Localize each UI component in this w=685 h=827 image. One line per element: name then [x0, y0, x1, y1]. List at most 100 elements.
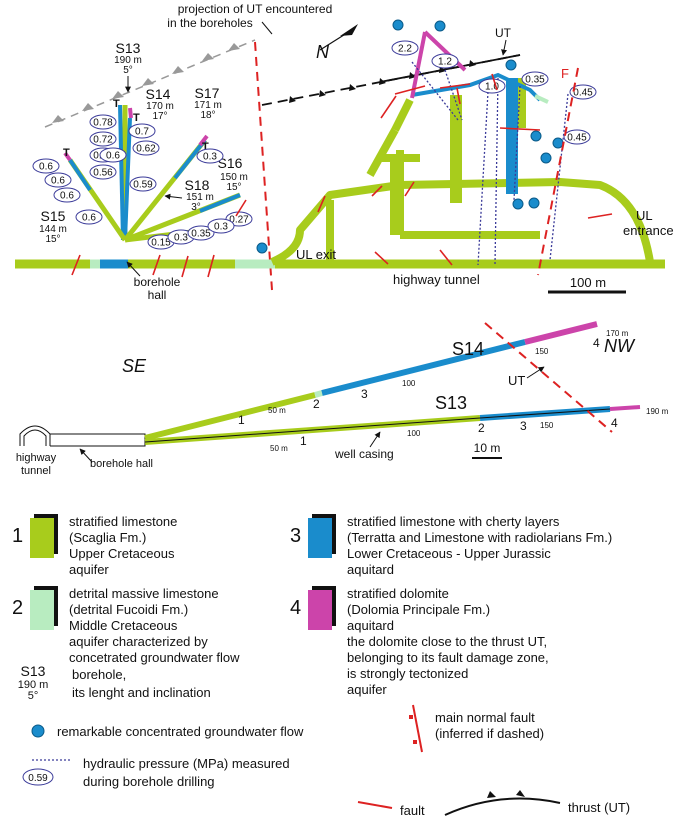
pressure-leader-lines — [411, 61, 569, 266]
section-highway-tunnel-line1: highway — [16, 452, 57, 464]
normal-fault-f — [537, 67, 579, 276]
borehole-fan — [63, 104, 241, 243]
legend-unit-text: detrital massive limestone — [69, 586, 219, 601]
fault-f-label: F — [561, 66, 569, 81]
north-label: N — [316, 42, 330, 62]
section-borehole-hall — [50, 433, 146, 447]
pressure-left-value: 0.62 — [136, 144, 156, 155]
legend-thrust: thrust (UT) — [568, 800, 630, 815]
s14-tick-100: 100 — [402, 379, 416, 388]
borehole-incl-s13: 5° — [123, 65, 133, 76]
section-nw-label: NW — [604, 336, 636, 356]
legend-unit-text: Middle Cretaceous — [69, 618, 178, 633]
highway-tunnel-arch — [19, 425, 51, 446]
borehole-s17-dolomite — [198, 134, 209, 147]
pressure-right-ellipse — [563, 129, 591, 145]
s14-unit1 — [144, 392, 316, 441]
section-ut-arrow — [526, 366, 545, 379]
legend-borehole-desc-2: its lenght and inclination — [72, 685, 211, 700]
pressure-left-value: 0.3 — [203, 152, 217, 163]
pressure-left-value: 0.7 — [135, 127, 149, 138]
fault-ticks-left — [71, 199, 247, 278]
s14-tick-150: 150 — [535, 347, 549, 356]
s13-tick-150: 150 — [540, 421, 554, 430]
borehole-length-s18: 151 m — [186, 192, 214, 203]
groundwater-flow-points — [256, 19, 564, 254]
legend-normal-fault-tick2 — [413, 740, 417, 744]
pressure-right-ellipse — [391, 40, 419, 56]
legend-unit-text: is strongly tectonized — [347, 666, 468, 681]
borehole-s15-dolomite — [63, 151, 72, 162]
pressure-right-value: 1.0 — [485, 82, 499, 93]
borehole-labels: S13 190 m 5° S14 170 m 17° S17 171 m 18°… — [39, 40, 248, 245]
s13-unit-num-3: 3 — [520, 419, 527, 433]
plan-map: projection of UT encountered in the bore… — [15, 2, 674, 302]
borehole-s15 — [68, 158, 92, 192]
legend-thrust-line — [444, 797, 561, 816]
borehole-s17 — [173, 138, 207, 180]
normal-fault-left — [254, 41, 273, 291]
legend-thrust-tooth1 — [487, 791, 496, 798]
fault-ticks-right — [317, 73, 613, 266]
legend-unit-text: Lower Cretaceous - Upper Jurassic — [347, 546, 551, 561]
pressure-left-value: 0.27 — [229, 215, 249, 226]
s13-tick-50: 50 m — [270, 444, 288, 453]
pressure-readings-right: 2.21.21.00.350.450.45 — [391, 40, 597, 145]
pressure-left-value: 0.3 — [174, 233, 188, 244]
s13-tick-100: 100 — [407, 429, 421, 438]
pressure-left-ellipse — [44, 172, 72, 188]
highway-tunnel-label: highway tunnel — [393, 272, 480, 287]
legend-pressure-value: 0.59 — [28, 773, 48, 784]
section-borehole-hall-label: borehole hall — [90, 458, 153, 470]
borehole-hall-arrow — [126, 261, 141, 277]
legend-unit-text: (Terratta and Limestone with radiolarian… — [347, 530, 612, 545]
map-scale-label: 100 m — [570, 275, 606, 290]
well-casing-arrow — [369, 431, 381, 448]
s14-section-label: S14 — [452, 339, 484, 359]
s14-unit-num-1: 1 — [238, 413, 245, 427]
ut-label-top: UT — [495, 26, 512, 40]
pressure-left-ellipse — [207, 218, 235, 234]
borehole-label-s17: S17 — [195, 85, 220, 101]
projection-label-line2: in the boreholes — [167, 16, 252, 30]
s14-tick-170: 170 m — [606, 329, 629, 338]
pressure-left-ellipse — [129, 176, 157, 192]
s13-unit4 — [609, 405, 641, 411]
ul-entrance-label-line2: entrance — [623, 223, 674, 238]
section-ut-fault — [484, 322, 613, 433]
legend-unit-text: aquifer — [347, 682, 387, 697]
pressure-right-value: 0.45 — [567, 133, 587, 144]
s14-unit2 — [314, 390, 323, 398]
ut-mark-s15: T — [63, 147, 70, 159]
section-se-label: SE — [122, 356, 147, 376]
pressure-left-ellipse — [32, 158, 60, 174]
well-casing-label: well casing — [334, 447, 394, 461]
pressure-right-ellipse — [431, 53, 459, 69]
legend-unit-text: stratified dolomite — [347, 586, 449, 601]
borehole-incl-s14: 17° — [152, 111, 167, 122]
hall-c — [390, 155, 402, 235]
legend-groundwater: remarkable concentrated groundwater flow — [57, 724, 304, 739]
pressure-left-ellipse — [53, 187, 81, 203]
pressure-left-ellipse — [196, 148, 224, 164]
projection-label-leader — [261, 21, 273, 35]
s14-unit-num-4: 4 — [593, 336, 600, 350]
borehole-s13 — [118, 104, 125, 241]
legend-fault: fault — [400, 803, 425, 818]
legend-unit-text: aquitard — [347, 618, 394, 633]
tunnel-unit4-segment1 — [423, 30, 467, 72]
ut-mark-s16: T — [202, 141, 209, 153]
legend-unit-swatch — [30, 518, 54, 558]
legend-unit-text: stratified limestone with cherty layers — [347, 514, 560, 529]
legend-unit-number: 1 — [12, 525, 23, 547]
borehole-incl-s18: 3° — [191, 202, 201, 213]
legend-normal-fault-2: (inferred if dashed) — [435, 726, 544, 741]
borehole-label-s18: S18 — [185, 177, 210, 193]
pressure-left-value: 0.6 — [82, 213, 96, 224]
tunnel-unit4-segment2 — [410, 31, 427, 99]
legend-unit-text: belonging to its fault damage zone, — [347, 650, 549, 665]
thrust-teeth — [289, 60, 476, 103]
pressure-left-ellipse — [187, 225, 215, 241]
pressure-left-value: 0.6 — [51, 176, 65, 187]
pressure-left-ellipse — [99, 147, 127, 163]
